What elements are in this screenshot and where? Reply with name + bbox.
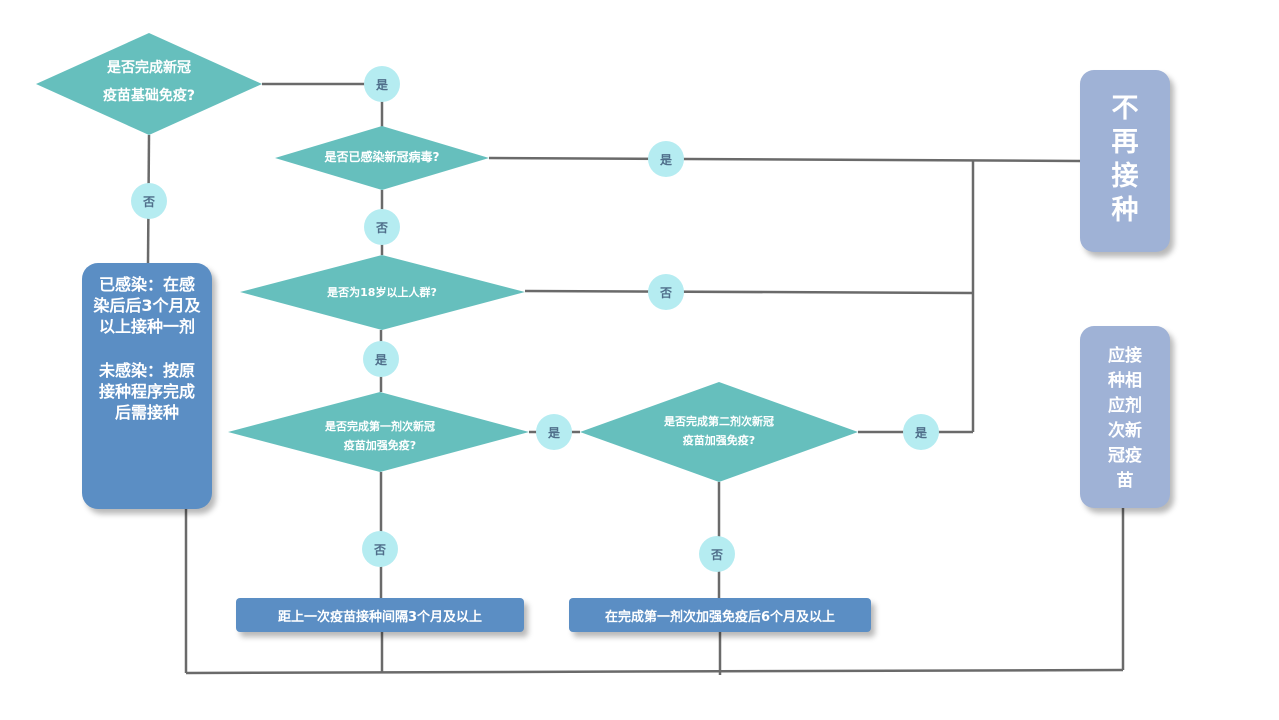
connector-d3-no: [524, 289, 974, 295]
should-line-2: 种相: [1108, 371, 1142, 391]
outcome-box-no-vaccination: 不 再 接 种: [1080, 70, 1170, 252]
outcome-uninfected-text: 未感染：按原接种程序完成后需接种: [98, 361, 195, 422]
decision-diamond-4: [228, 392, 529, 472]
decision-diamonds: [36, 33, 858, 482]
should-line-5: 冠疫: [1108, 446, 1142, 466]
outcome-text-gap: [92, 337, 202, 361]
stop-char-2: 再: [1111, 127, 1139, 158]
badge-d5-yes: 是: [903, 414, 939, 450]
should-line-4: 次新: [1108, 421, 1142, 441]
decision-diamond-3: [240, 255, 525, 330]
stop-char-4: 种: [1111, 195, 1139, 226]
should-line-3: 应剂: [1108, 396, 1142, 416]
condition-6-months-text: 在完成第一剂次加强免疫后6个月及以上: [604, 609, 836, 625]
condition-box-3-months: 距上一次疫苗接种间隔3个月及以上: [236, 598, 524, 632]
badge-d3-no: 否: [648, 274, 684, 310]
badge-d4-no: 否: [362, 531, 398, 567]
condition-3-months-text: 距上一次疫苗接种间隔3个月及以上: [277, 609, 483, 625]
connector-bottom-h: [185, 668, 1124, 675]
badge-d2-yes: 是: [648, 141, 684, 177]
decision-diamond-1: [36, 33, 262, 135]
badge-d4-yes: 是: [536, 414, 572, 450]
badge-d5-no: 否: [699, 536, 735, 572]
badge-d1-no: 否: [131, 183, 167, 219]
badge-d2-no: 否: [364, 209, 400, 245]
outcome-box-should-vaccinate: 应接 种相 应剂 次新 冠疫 苗: [1080, 326, 1170, 508]
stop-char-1: 不: [1111, 93, 1139, 124]
outcome-box-previous-infection: 已感染：在感染后后3个月及以上接种一剂 未感染：按原接种程序完成后需接种: [82, 263, 212, 509]
outcome-infected-text: 已感染：在感染后后3个月及以上接种一剂: [93, 275, 201, 336]
decision-diamond-2: [275, 126, 489, 190]
should-line-1: 应接: [1108, 346, 1142, 366]
badge-d1-yes: 是: [364, 66, 400, 102]
badge-d3-yes: 是: [363, 341, 399, 377]
stop-char-3: 接: [1111, 161, 1139, 192]
decision-diamond-5: [580, 382, 858, 482]
should-line-6: 苗: [1116, 471, 1134, 491]
connector-d2-yes: [488, 156, 1081, 163]
condition-box-6-months: 在完成第一剂次加强免疫后6个月及以上: [569, 598, 871, 632]
connector-lines: [146, 82, 1125, 675]
